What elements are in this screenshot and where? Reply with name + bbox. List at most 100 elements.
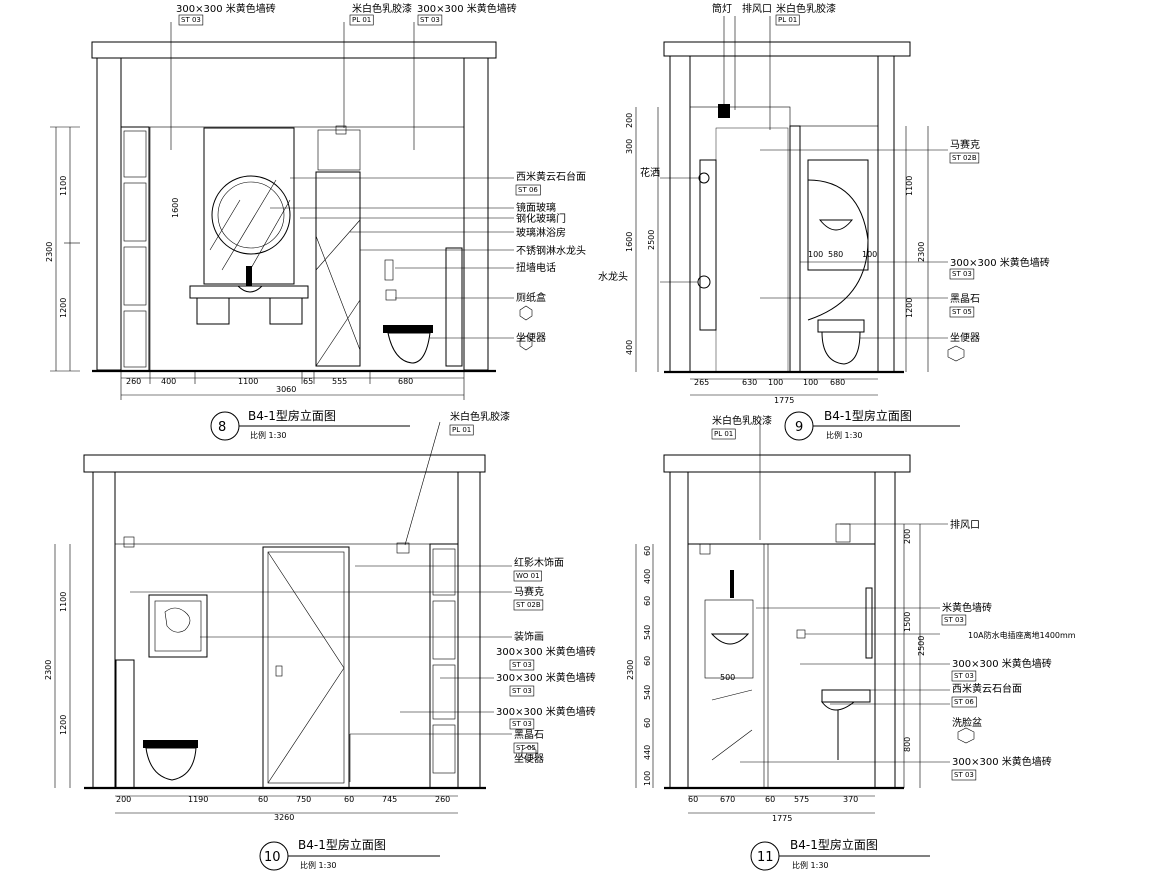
tag-d11-r-4: ST 06 — [954, 698, 974, 706]
dim-d9-vr-1: 2300 — [917, 242, 926, 262]
dim-d8-inner: 1600 — [171, 198, 180, 218]
label-d11-top-0: 米白色乳胶漆 — [712, 414, 772, 427]
dim-d10-h-5: 745 — [382, 795, 397, 804]
elevation-11 — [635, 420, 975, 871]
dim-d11-vtotal: 2300 — [626, 660, 635, 680]
dim-d9-h-2: 100 — [768, 378, 783, 387]
tag-d11-r-3: ST 03 — [954, 672, 974, 680]
tag-d10-r-4: ST 03 — [512, 687, 532, 695]
dim-d8-v-1: 1100 — [59, 176, 68, 196]
material-tag-box — [949, 152, 980, 164]
dim-d11-h-1: 670 — [720, 795, 735, 804]
dim-d11-vl-5: 540 — [643, 685, 652, 700]
tag-d11-top-0: PL 01 — [714, 430, 733, 438]
material-tag-box — [417, 14, 443, 26]
dim-d11-h-4: 370 — [843, 795, 858, 804]
label-d11-r-1: 米黄色墙砖 — [942, 601, 992, 614]
ceiling-slab — [663, 454, 911, 473]
dim-d9-in-2: 100 — [862, 250, 877, 259]
drawing-scale-9: 比例 1:30 — [826, 430, 863, 440]
drawing-title-10: B4-1型房立面图 — [298, 837, 386, 852]
tag-d9-r-0: ST 02B — [952, 154, 977, 162]
dim-d9-total: 1775 — [774, 396, 794, 405]
dim-d8-h-0: 260 — [126, 377, 141, 386]
decorative-painting — [148, 594, 208, 658]
label-d8-r-3: 玻璃淋浴房 — [516, 226, 566, 239]
tag-d11-r-6: ST 03 — [954, 771, 974, 779]
dim-d11-vl-6: 60 — [643, 718, 652, 728]
dim-d10-h-3: 750 — [296, 795, 311, 804]
label-d9-r-3: 坐便器 — [950, 331, 980, 344]
label-d8-r-1: 镜面玻璃 — [516, 201, 556, 214]
dim-d10-v-1: 1100 — [59, 592, 68, 612]
label-d8-r-7: 坐便器 — [516, 331, 546, 344]
socket-icon — [796, 629, 806, 639]
label-d9-top-2: 米白色乳胶漆 — [776, 2, 836, 15]
dim-d9-vl-2: 2500 — [647, 230, 656, 250]
label-d10-r-5: 300×300 米黄色墙砖 — [496, 705, 596, 718]
material-tag-box — [951, 769, 977, 781]
dim-d8-v-0: 2300 — [45, 242, 54, 262]
drawing-title-8: B4-1型房立面图 — [248, 408, 336, 423]
dim-d11-vl-0: 60 — [643, 546, 652, 556]
label-d8-top-1: 米白色乳胶漆 — [352, 2, 412, 15]
wall-shelf-unit — [120, 126, 150, 372]
label-d10-r-7: 坐便器 — [514, 752, 544, 765]
label-d8-r-4: 不锈钢淋水龙头 — [516, 244, 586, 257]
label-d11-r-3: 300×300 米黄色墙砖 — [952, 657, 1052, 670]
dim-d9-vl-1: 300 — [625, 139, 634, 154]
drawing-number-10: 10 — [264, 850, 281, 865]
dim-d9-vl-4: 400 — [625, 340, 634, 355]
material-tag-box — [951, 696, 977, 708]
tag-d10-r-3: ST 03 — [512, 661, 532, 669]
dim-d11-vr-2: 2500 — [917, 636, 926, 656]
glass-shower — [315, 125, 361, 367]
door[interactable] — [262, 546, 350, 789]
drawing-scale-11: 比例 1:30 — [792, 860, 829, 870]
material-tag-box — [711, 428, 736, 440]
tag-d9-r-1: ST 03 — [952, 270, 972, 278]
label-d10-r-1: 马赛克 — [514, 585, 544, 598]
tiled-niche — [807, 159, 869, 271]
ceiling-slab — [83, 454, 486, 473]
elevation-10 — [54, 421, 537, 871]
label-d9-left-0: 花洒 — [640, 166, 660, 179]
dim-d11-vl-2: 60 — [643, 596, 652, 606]
wash-basin — [820, 689, 871, 760]
tag-d8-top-1: PL 01 — [352, 16, 371, 24]
drawing-scale-10: 比例 1:30 — [300, 860, 337, 870]
tile-wall — [149, 126, 465, 372]
ceiling-slab — [91, 41, 497, 59]
dim-d11-vr-1: 1500 — [903, 612, 912, 632]
tag-d11-r-1: ST 03 — [944, 616, 964, 624]
label-d8-top-0: 300×300 米黄色墙砖 — [176, 2, 276, 15]
tag-d10-r-0: WO 01 — [516, 572, 540, 580]
material-tag-box — [509, 685, 535, 697]
dim-d8-h-2: 1100 — [238, 377, 258, 386]
label-d9-r-0: 马赛克 — [950, 138, 980, 151]
dim-d9-h-0: 265 — [694, 378, 709, 387]
material-tag-box — [513, 742, 539, 754]
right-wall — [457, 471, 481, 789]
tag-d8-top-0: ST 03 — [181, 16, 201, 24]
label-d11-r-2: 10A防水电插座离地1400mm — [968, 630, 1076, 640]
label-d8-r-2: 钢化玻璃门 — [516, 212, 566, 225]
toilet-9 — [817, 319, 865, 365]
drawing-title-9: B4-1型房立面图 — [824, 408, 912, 423]
tag-d10-r-6: ST 05 — [516, 744, 536, 752]
dim-d8-h-4: 555 — [332, 377, 347, 386]
dim-d8-h-1: 400 — [161, 377, 176, 386]
dim-d9-vl-3: 1600 — [625, 232, 634, 252]
dim-d11-vl-4: 60 — [643, 656, 652, 666]
dim-d9-h-1: 630 — [742, 378, 757, 387]
material-tag-box — [515, 184, 541, 196]
dim-d10-h-6: 260 — [435, 795, 450, 804]
dim-d11-h-3: 575 — [794, 795, 809, 804]
material-tag-box — [178, 14, 204, 26]
dim-d10-h-4: 60 — [344, 795, 354, 804]
tall-panel — [445, 247, 463, 367]
label-d11-r-6: 300×300 米黄色墙砖 — [952, 755, 1052, 768]
label-d11-r-5: 洗脸盆 — [952, 716, 982, 729]
